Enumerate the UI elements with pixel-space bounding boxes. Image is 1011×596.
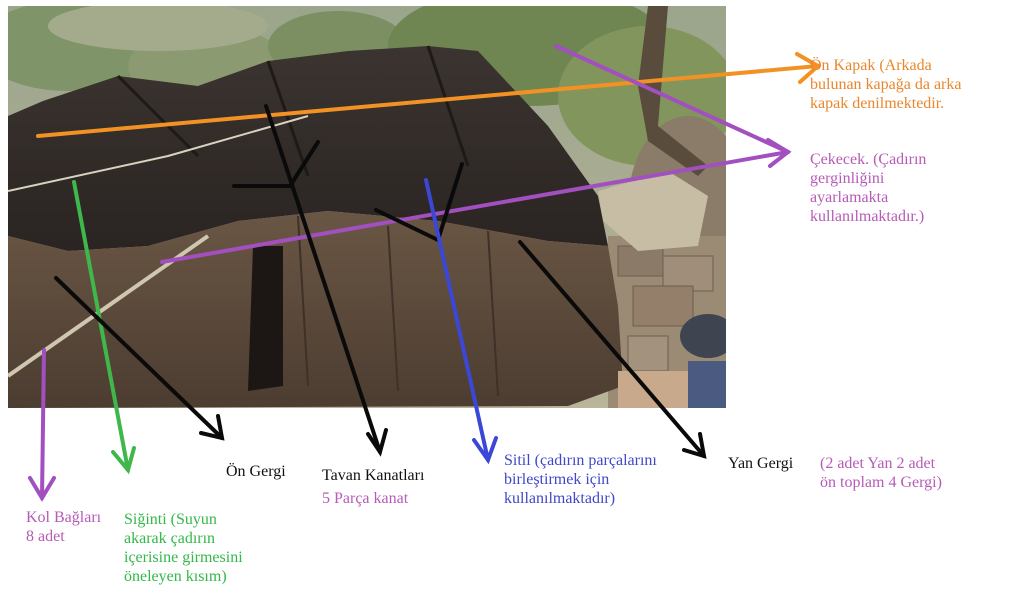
label-yan-gergi-note: (2 adet Yan 2 adet ön toplam 4 Gergi) xyxy=(820,455,942,491)
label-yan-gergi: Yan Gergi xyxy=(728,455,794,472)
label-on-gergi: Ön Gergi xyxy=(226,463,286,480)
label-kol-baglari: Kol Bağları 8 adet xyxy=(26,509,102,545)
label-tavan-kanatlari: Tavan Kanatları xyxy=(322,467,425,484)
label-tavan-parca: 5 Parça kanat xyxy=(322,490,409,507)
tent-door xyxy=(248,246,283,391)
tent-photo xyxy=(8,6,726,408)
label-cekecek: Çekecek. (Çadırın gerginliğini ayarlamak… xyxy=(810,151,927,225)
label-siginti: Siğinti (Suyun akarak çadırın içerisine … xyxy=(124,511,243,585)
label-on-kapak: Ön Kapak (Arkada bulunan kapağa da arka … xyxy=(810,57,962,112)
label-sitil: Sitil (çadırın parçalarını birleştirmek … xyxy=(504,452,657,507)
